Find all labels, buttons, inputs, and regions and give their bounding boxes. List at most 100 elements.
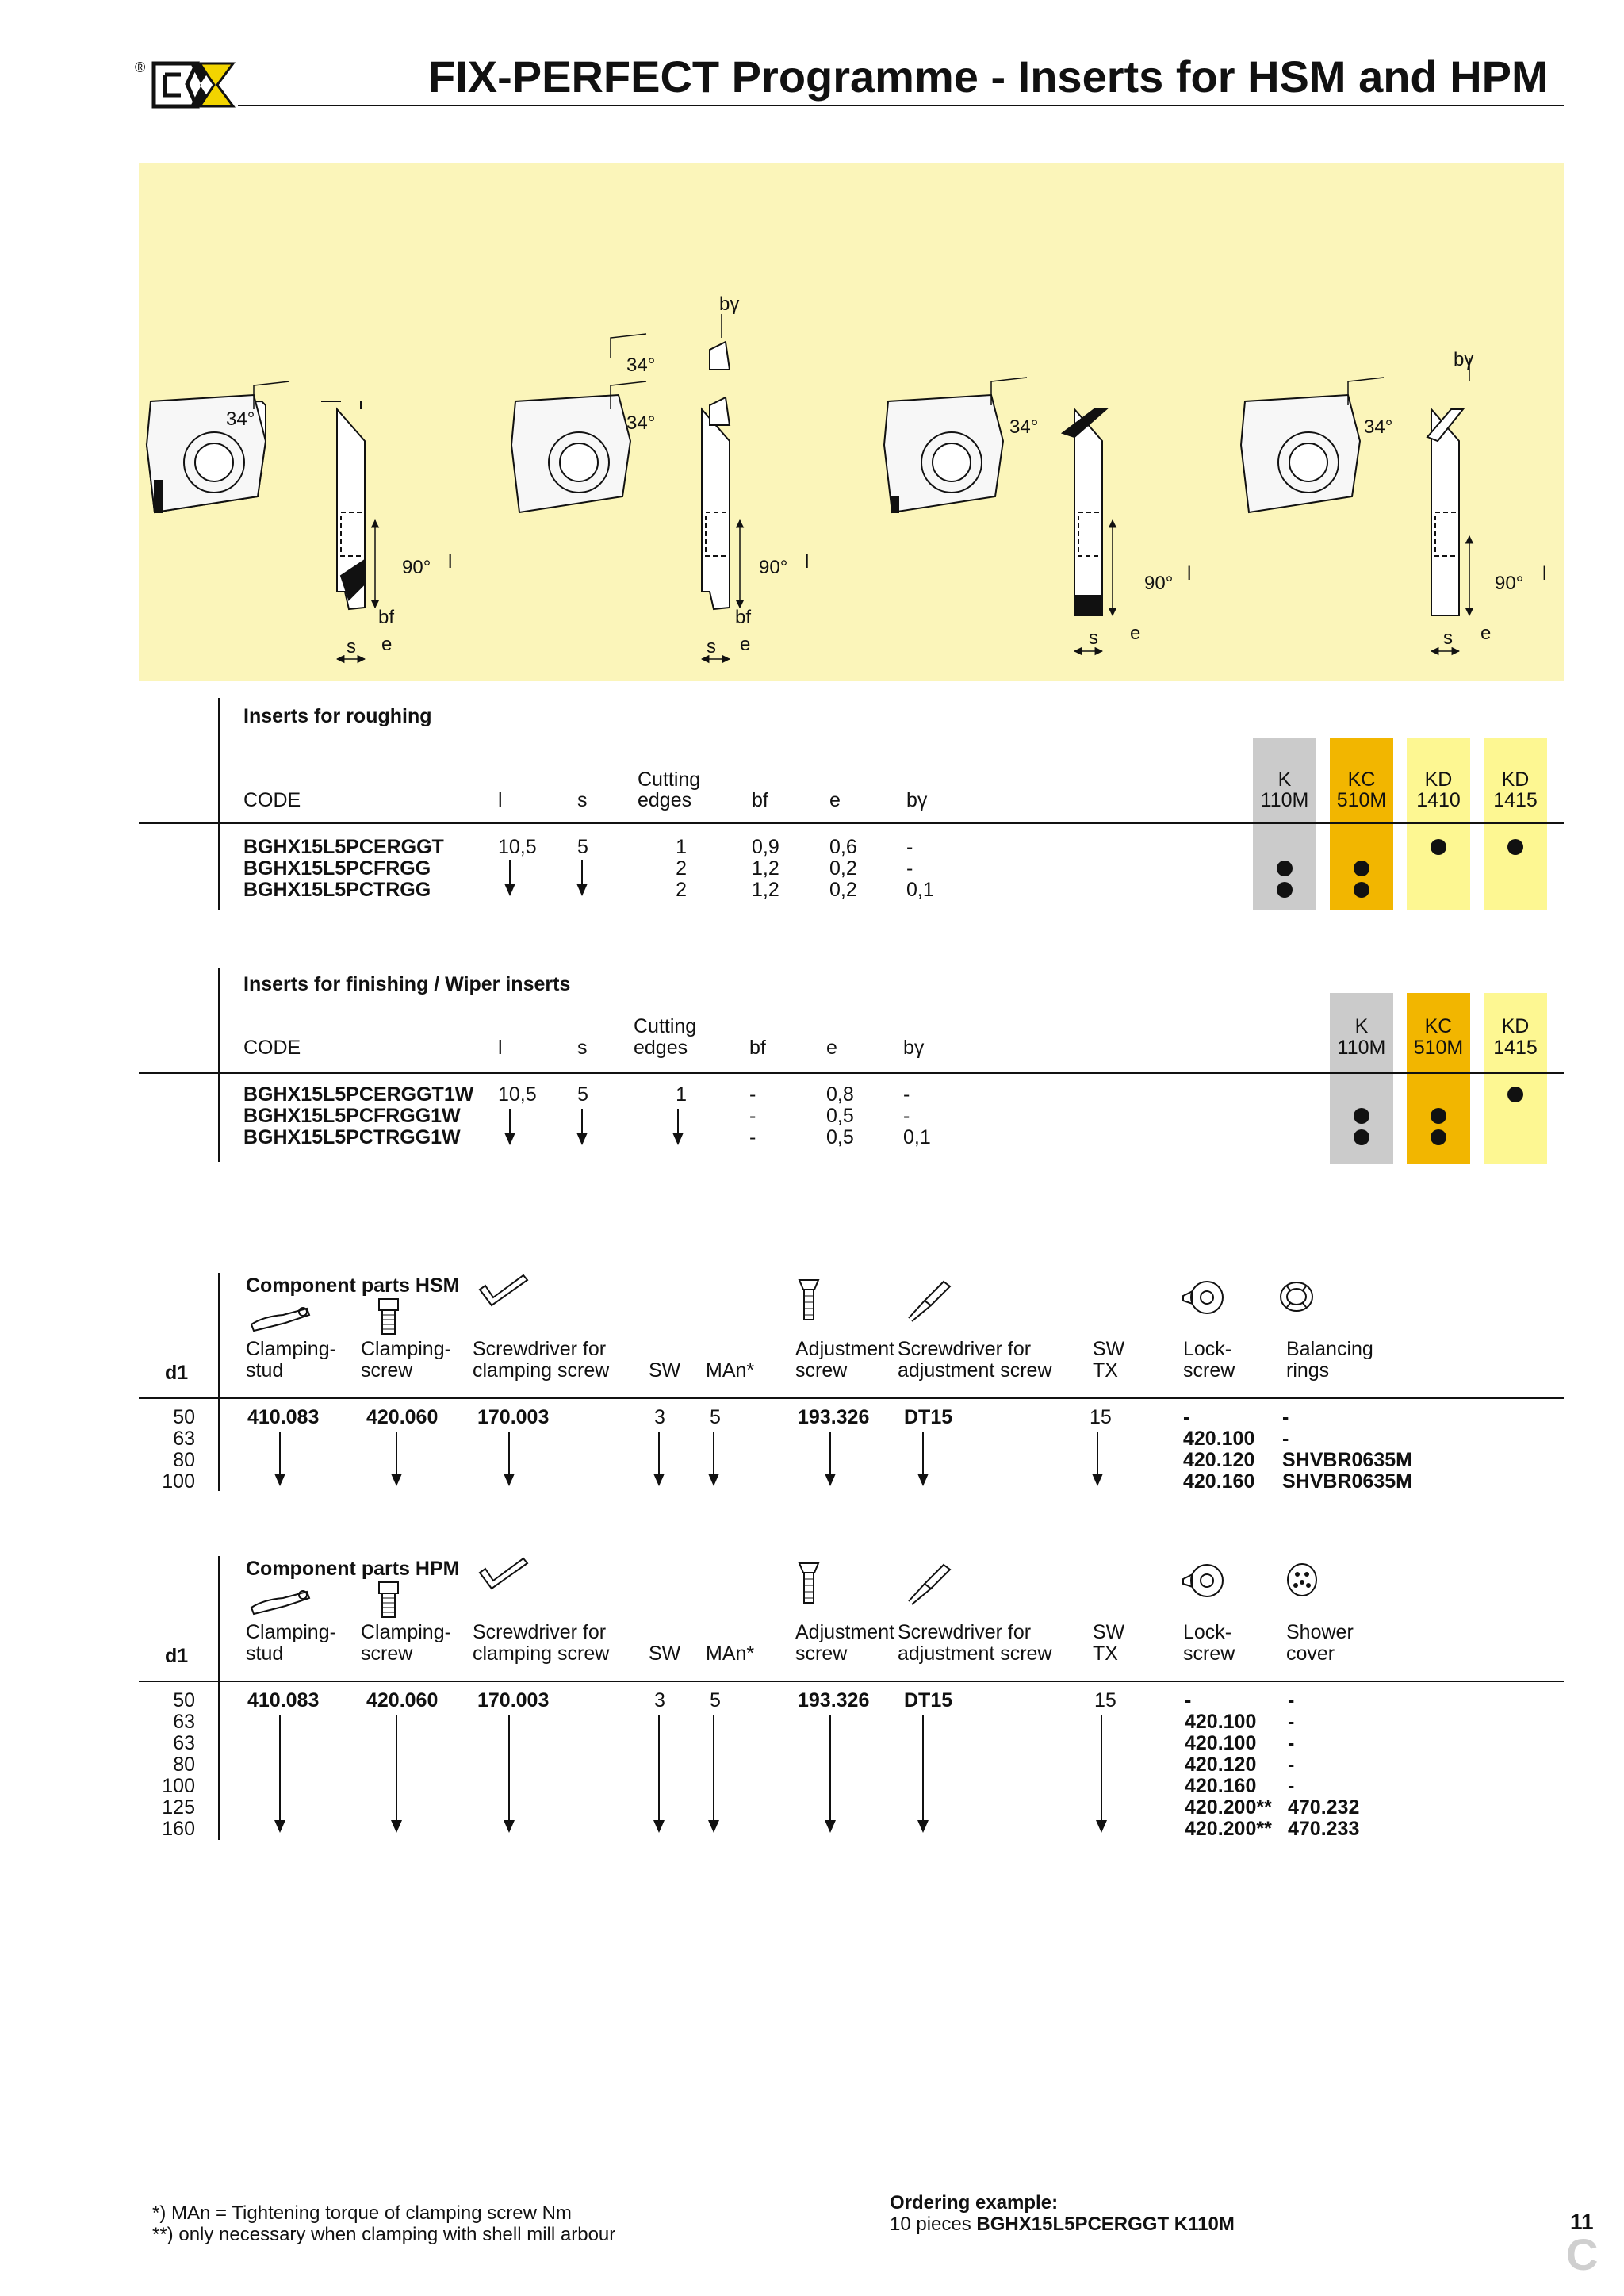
hsm-header: screw [1183,1359,1235,1382]
grade-sub: 1410 [1416,789,1461,811]
drawing-label-90: 90° [1495,573,1523,594]
hpm-header: screw [361,1642,413,1665]
hsm-header: Screwdriver for [473,1338,607,1360]
table-cell: 2 [676,879,687,901]
finishing-by-column: - - 0,1 [903,1084,931,1148]
roughing-header-edges: edges [638,789,692,811]
hpm-header: Lock- [1183,1621,1232,1643]
table-cell: 15 [1090,1406,1112,1428]
availability-dot [1354,1108,1369,1124]
hpm-header: screw [1183,1642,1235,1665]
table-cell: 100 [162,1775,195,1797]
drawing-label-34: 34° [1364,416,1392,438]
ditto-arrow [653,1715,665,1833]
ditto-arrow [504,1432,515,1486]
finishing-header-edges: edges [634,1037,688,1059]
table-cell: 470.233 [1288,1818,1360,1840]
table-cell: 420.120 [1185,1754,1257,1776]
drawing-label-e: e [1480,623,1491,644]
table-cell: 0,1 [906,879,934,901]
table-cell: 1,2 [752,857,779,880]
hpm-header: SW [649,1642,681,1665]
ditto-arrow [825,1715,836,1833]
hsm-header: stud [246,1359,284,1382]
table-cell: 420.100 [1185,1711,1257,1733]
ditto-arrow [504,1715,515,1833]
shower-cover-icon [1287,1563,1317,1596]
hex-key-icon [478,1557,529,1590]
roughing-by-column: - - 0,1 [906,837,934,901]
screwdriver-icon [908,1563,952,1605]
table-cell: BGHX15L5PCTRGG [243,879,431,901]
table-cell: 0,2 [829,879,857,901]
balancing-ring-icon [1280,1282,1313,1312]
table-cell: - [906,836,914,858]
footnote-torque: *) MAn = Tightening torque of clamping s… [152,2202,572,2224]
hpm-d1-column: 50 63 63 80 100 125 160 [151,1690,195,1840]
grade-name: K [1277,769,1292,791]
section-letter: C [1566,2229,1599,2279]
grade-column-kc [1330,738,1393,910]
table-cell: DT15 [904,1406,953,1428]
hpm-header: adjustment screw [898,1642,1052,1665]
hsm-lock-column: - 420.100 420.120 420.160 [1183,1407,1254,1493]
hsm-header: MAn* [706,1359,755,1382]
table-cell: 3 [654,1689,665,1711]
table-cell: 15 [1094,1689,1116,1711]
table-cell: - [1288,1689,1295,1711]
roughing-header-s: s [577,789,588,811]
clamping-stud-icon [250,1307,311,1332]
roughing-code-column: BGHX15L5PCERGGT BGHX15L5PCFRGG BGHX15L5P… [243,837,444,901]
screwdriver-icon [908,1280,952,1322]
roughing-edges-column: 1 2 2 [666,837,687,901]
table-cell: 0,9 [752,836,779,858]
roughing-header-code: CODE [243,789,301,811]
hsm-header: Adjustment [795,1338,895,1360]
table-cell: 0,5 [826,1126,854,1148]
finishing-header-bf: bf [749,1037,766,1059]
availability-dot [1507,839,1523,855]
hsm-header: Balancing [1286,1338,1373,1360]
hsm-header: screw [361,1359,413,1382]
availability-dot [1431,1129,1446,1145]
table-cell: BGHX15L5PCTRGG1W [243,1126,461,1148]
ditto-arrow [672,1109,684,1145]
table-cell: 420.160 [1185,1775,1257,1797]
lock-screw-icon [1182,1564,1224,1597]
grade-sub: 510M [1336,789,1387,811]
table-cell: 420.060 [366,1406,439,1428]
drawing-label-s: s [1089,627,1098,649]
roughing-header-l: l [498,789,503,811]
drawing-label-34: 34° [626,412,655,434]
drawing-label-by: bγ [719,293,739,315]
table-cell: - [1185,1689,1192,1711]
finishing-divider [218,968,220,1162]
insert-drawing-2 [510,340,731,611]
table-cell: 470.232 [1288,1796,1360,1819]
ditto-arrow [917,1432,929,1486]
table-cell: DT15 [904,1689,953,1711]
hsm-header: SW [1093,1338,1125,1360]
table-cell: - [749,1105,756,1127]
table-cell: 50 [173,1689,195,1711]
hsm-header: Clamping- [361,1338,451,1360]
table-cell: - [1288,1732,1295,1754]
ordering-example-title: Ordering example: [890,2192,1059,2214]
hpm-header: Clamping- [246,1621,336,1643]
table-cell: 420.060 [366,1689,439,1711]
table-cell: 193.326 [798,1689,870,1711]
grade-name: K [1354,1015,1369,1037]
drawing-label-s: s [347,636,356,657]
availability-dot [1277,882,1293,898]
table-cell: 420.200** [1185,1818,1272,1840]
table-cell: - [1288,1711,1295,1733]
finishing-header-code: CODE [243,1037,301,1059]
hsm-section-title: Component parts HSM [246,1274,460,1297]
table-cell: 420.100 [1183,1428,1255,1450]
finishing-header-cutting: Cutting [634,1015,697,1037]
grade-name: KD [1501,1015,1530,1037]
table-cell: 193.326 [798,1406,870,1428]
availability-dot [1354,882,1369,898]
ordering-example-code: BGHX15L5PCERGGT K110M [976,2214,1235,2235]
table-cell: - [1288,1754,1295,1776]
